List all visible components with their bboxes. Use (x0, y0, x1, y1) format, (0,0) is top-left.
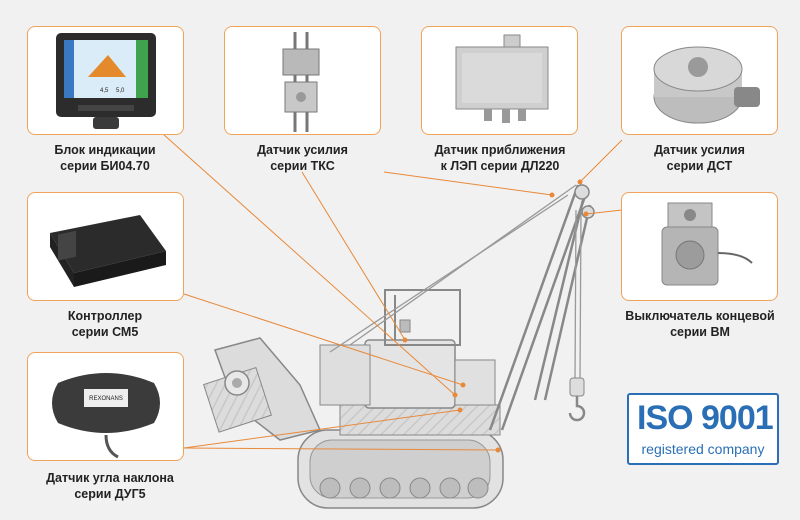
dl220-sensor-image (455, 34, 549, 123)
switch-card (621, 192, 778, 301)
controller-card (27, 192, 184, 301)
tilt-brand-label: REXONANS (89, 396, 123, 402)
iso-subtitle: registered company (641, 441, 765, 457)
tks-sensor-image (282, 32, 320, 132)
boom-cables (329, 184, 582, 381)
limit-switch-image (661, 202, 753, 286)
display-unit-image: 4,5 5,0 (56, 33, 156, 129)
display-value-1: 4,5 (100, 88, 109, 94)
tilt-card: REXONANS (27, 352, 184, 461)
machine-tracks (297, 429, 504, 509)
iso-title: ISO 9001 (637, 399, 774, 437)
tks-card (224, 26, 381, 135)
machine-body (319, 289, 501, 436)
machine-boom (488, 184, 592, 431)
dl220-card (421, 26, 578, 135)
display-card: 4,5 5,0 (27, 26, 184, 135)
boom-hook (568, 184, 595, 422)
controller-image (50, 215, 166, 287)
leader-dots (402, 179, 589, 453)
machine-counterweight (202, 337, 322, 441)
dst-card (621, 26, 778, 135)
leader-lines (162, 133, 623, 451)
iso-badge: ISO 9001 registered company (627, 393, 779, 465)
dst-sensor-image (653, 46, 760, 124)
tilt-sensor-image: REXONANS (52, 373, 160, 459)
display-value-2: 5,0 (116, 88, 125, 94)
